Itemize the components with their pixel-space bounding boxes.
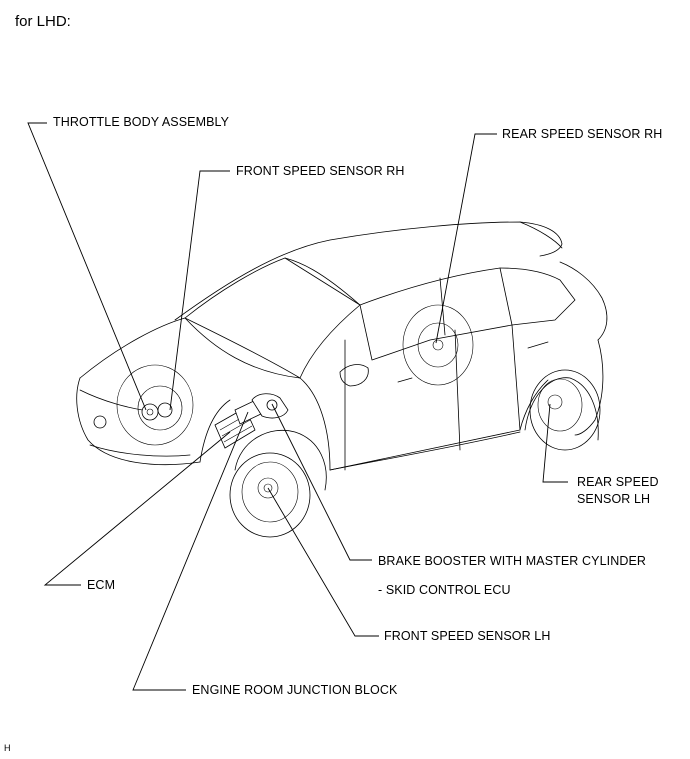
leader-throttle-body: [27, 122, 147, 411]
diagram-heading: for LHD:: [15, 13, 71, 30]
car-illustration: [76, 221, 608, 538]
label-brake-booster: BRAKE BOOSTER WITH MASTER CYLINDER: [378, 554, 647, 568]
leader-lines: [27, 122, 568, 691]
figure-code: H: [4, 743, 11, 753]
leader-rear-speed-sensor-rh: [435, 133, 497, 344]
label-engine-room-junction-block: ENGINE ROOM JUNCTION BLOCK: [192, 683, 398, 697]
brake-booster-part: [251, 393, 289, 419]
label-rear-speed-sensor-lh-line2: SENSOR LH: [577, 492, 651, 506]
label-front-speed-sensor-lh: FRONT SPEED SENSOR LH: [384, 629, 551, 643]
leader-ecm: [43, 431, 231, 586]
leader-engine-room-junction-block: [132, 411, 249, 691]
leader-rear-speed-sensor-lh: [542, 403, 568, 483]
leader-front-speed-sensor-lh: [267, 487, 379, 637]
label-rear-speed-sensor-lh-line1: REAR SPEED: [577, 475, 659, 489]
leader-brake-booster: [271, 403, 372, 561]
throttle-body-part: [141, 402, 173, 421]
label-front-speed-sensor-rh: FRONT SPEED SENSOR RH: [236, 164, 405, 178]
label-rear-speed-sensor-rh: REAR SPEED SENSOR RH: [502, 127, 663, 141]
label-throttle-body-assembly: THROTTLE BODY ASSEMBLY: [53, 115, 230, 129]
leader-front-speed-sensor-rh: [169, 170, 230, 411]
label-skid-control-ecu: - SKID CONTROL ECU: [378, 583, 511, 597]
label-ecm: ECM: [87, 578, 116, 592]
